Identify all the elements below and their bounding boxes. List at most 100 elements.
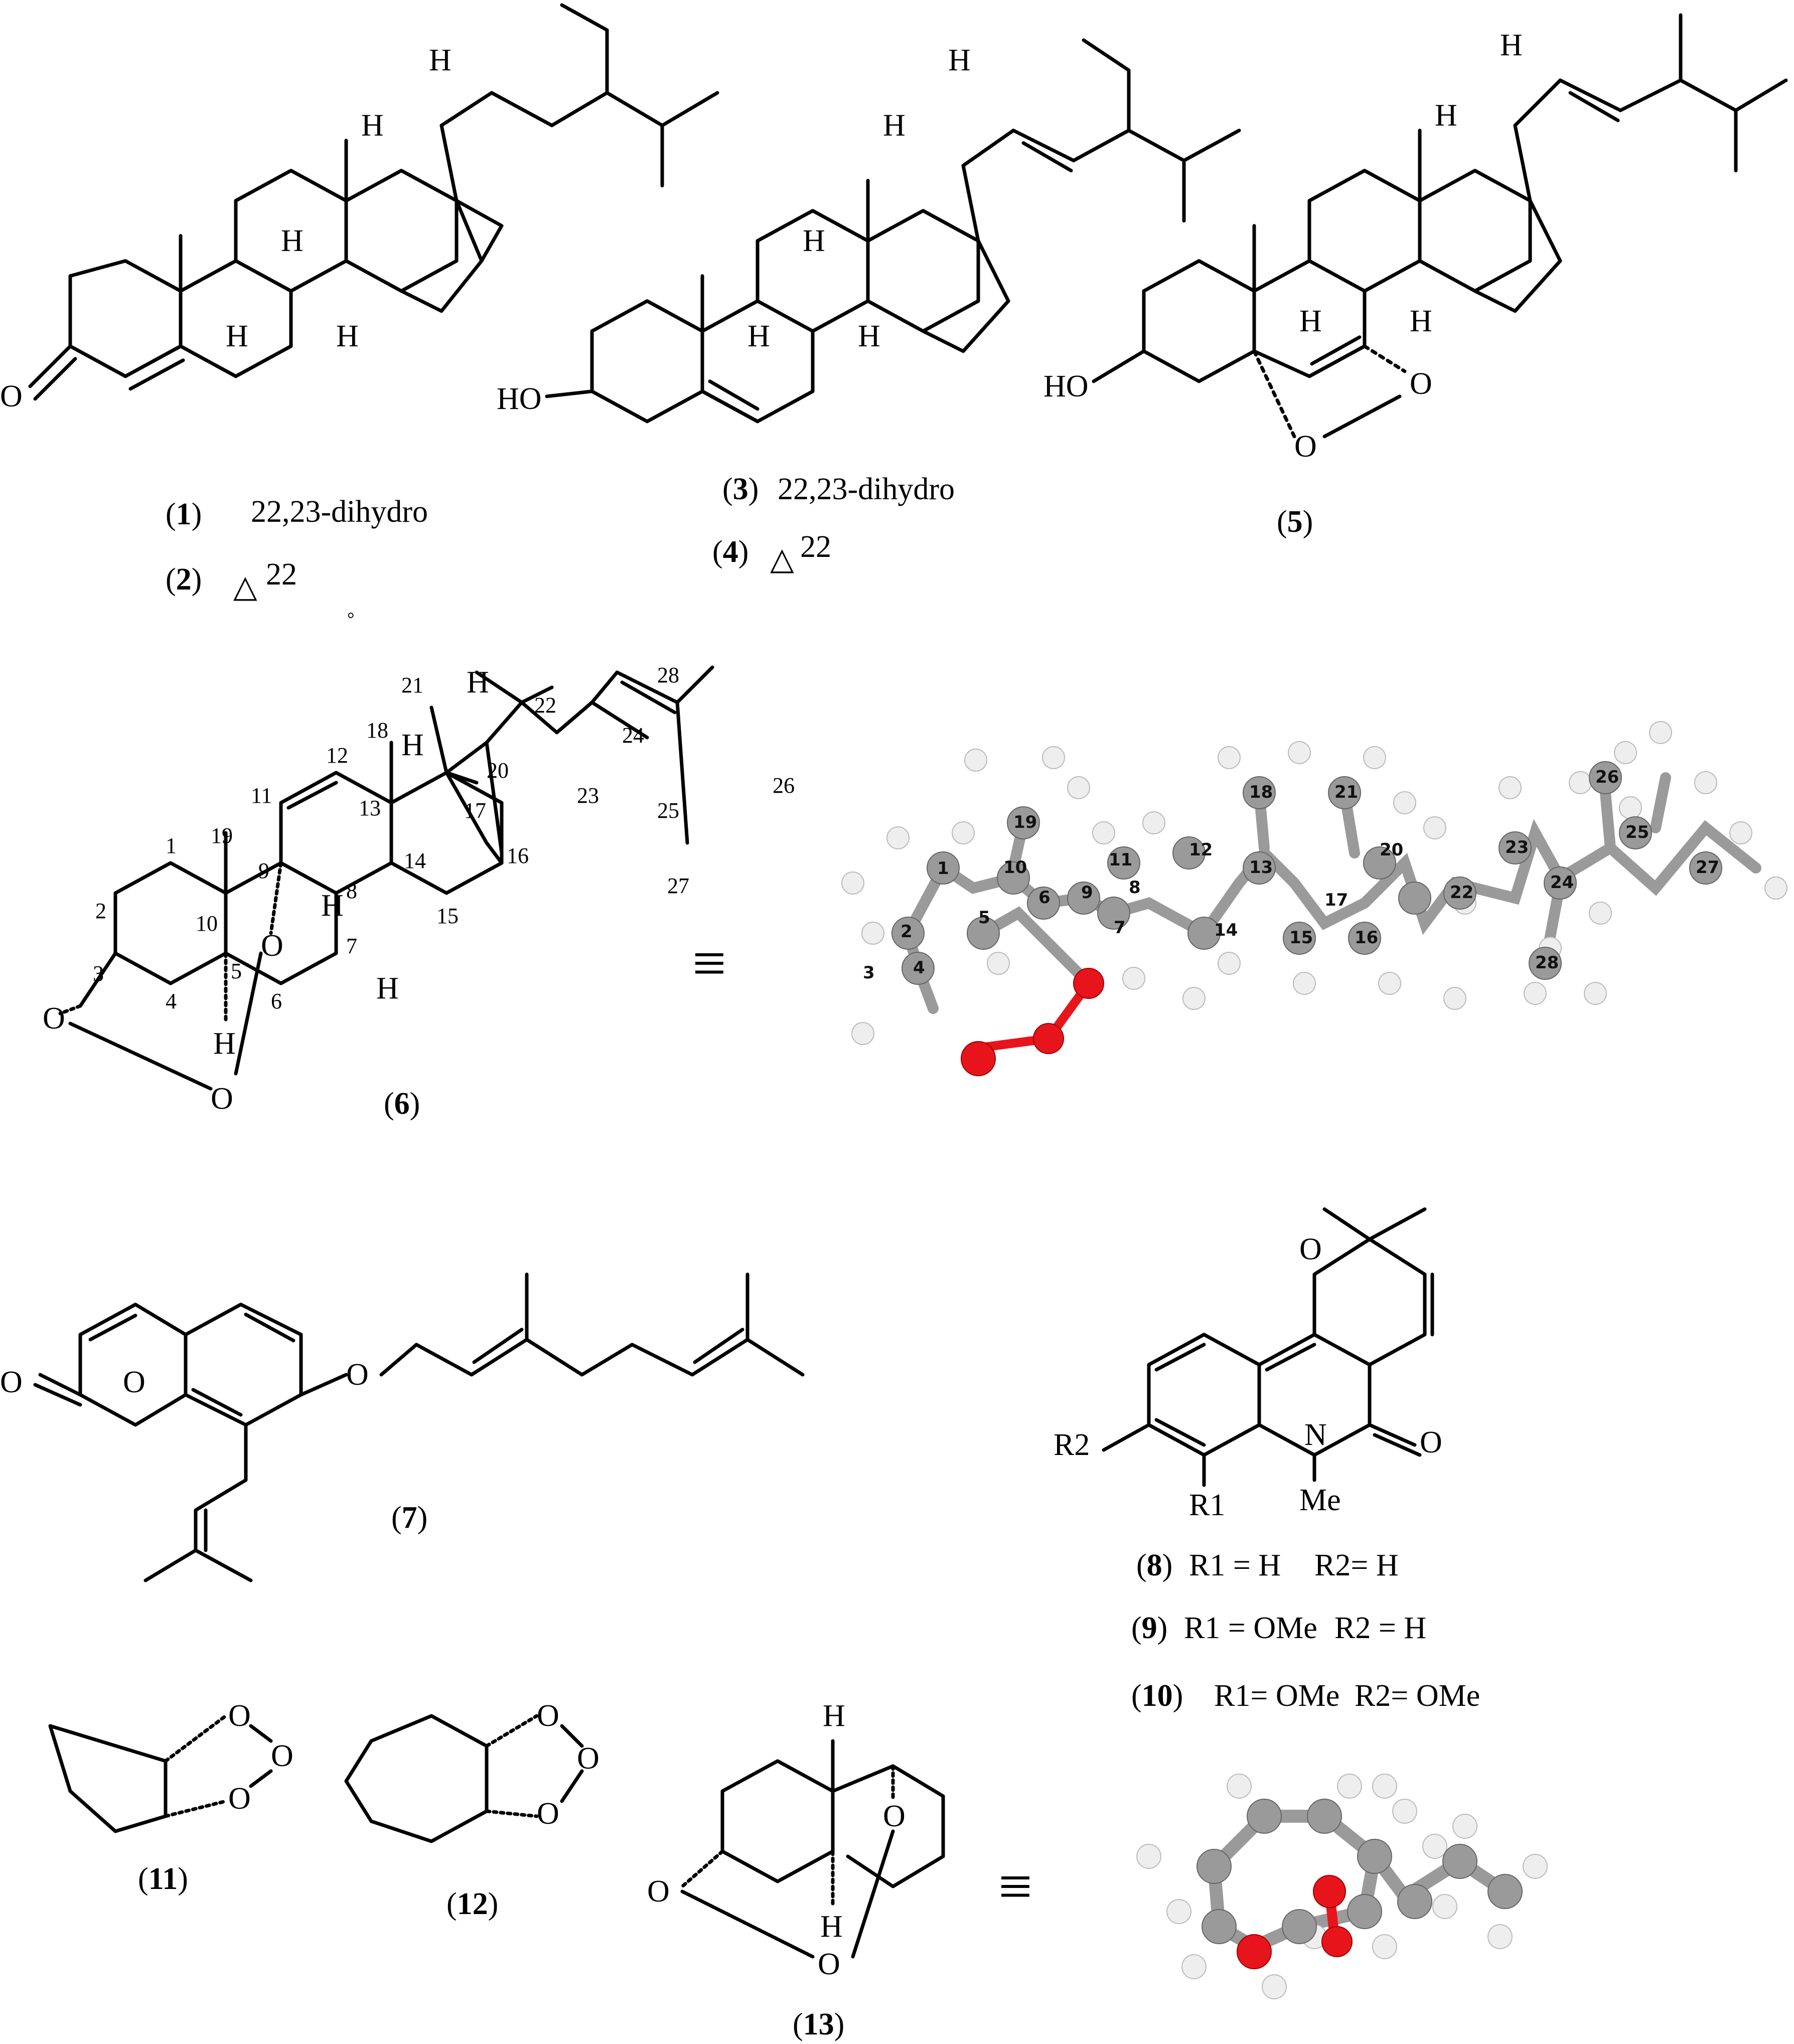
svg-text:15: 15 bbox=[436, 904, 459, 928]
svg-text:15: 15 bbox=[1289, 928, 1313, 948]
compound-12-structure: O O O bbox=[344, 1699, 600, 1843]
hydroxyl-label: HO bbox=[497, 382, 542, 416]
pyran-oxygen: O bbox=[1299, 1232, 1322, 1266]
svg-text:20: 20 bbox=[1380, 840, 1403, 860]
svg-text:R1= OMe: R1= OMe bbox=[1214, 1679, 1339, 1713]
svg-text:17: 17 bbox=[1324, 890, 1348, 910]
oxygen: O bbox=[537, 1797, 559, 1831]
compound-2-label: (2) △ 22 bbox=[166, 557, 297, 604]
delta-symbol: △ bbox=[770, 542, 794, 576]
compound-1-label: (1) 22,23-dihydro bbox=[166, 495, 428, 531]
svg-text:14: 14 bbox=[404, 848, 426, 873]
compound-11-label: (11) bbox=[138, 1862, 188, 1896]
svg-text:20: 20 bbox=[487, 758, 509, 783]
svg-text:18: 18 bbox=[366, 718, 388, 743]
svg-text:11: 11 bbox=[1109, 850, 1132, 870]
svg-text:24: 24 bbox=[1550, 872, 1574, 893]
r2-substituent: R2 bbox=[1054, 1428, 1090, 1462]
svg-text:21: 21 bbox=[401, 673, 423, 697]
svg-text:13: 13 bbox=[1249, 857, 1273, 878]
svg-text:23: 23 bbox=[1505, 837, 1529, 857]
compound-6-label: (6) bbox=[384, 1087, 420, 1121]
compound-note: 22,23-dihydro bbox=[251, 495, 428, 529]
delta-symbol: △ bbox=[233, 570, 257, 604]
svg-text:23: 23 bbox=[577, 783, 599, 808]
compound-4-label: (4) △ 22 bbox=[712, 530, 831, 576]
svg-text:7: 7 bbox=[1114, 918, 1126, 938]
svg-text:8: 8 bbox=[1129, 878, 1141, 898]
svg-text:16: 16 bbox=[507, 843, 529, 868]
svg-text:17: 17 bbox=[464, 798, 486, 823]
ball-stick-model-6: 1 2 3 4 5 6 7 8 9 10 11 12 13 14 15 16 1… bbox=[841, 721, 1787, 1076]
h-label: H bbox=[1410, 304, 1432, 338]
svg-text:25: 25 bbox=[657, 798, 679, 823]
svg-text:27: 27 bbox=[667, 873, 689, 898]
svg-text:26: 26 bbox=[1595, 767, 1619, 787]
compound-note: 22 bbox=[266, 557, 297, 592]
svg-text:R2 = H: R2 = H bbox=[1334, 1611, 1426, 1645]
peroxide-oxygen: O bbox=[1410, 367, 1432, 401]
svg-text:12: 12 bbox=[326, 743, 348, 768]
oxygen: O bbox=[228, 1699, 251, 1733]
svg-text:6: 6 bbox=[271, 989, 282, 1013]
compound-note: 22 bbox=[800, 530, 831, 564]
h-label: H bbox=[1299, 304, 1322, 338]
svg-text:12: 12 bbox=[1189, 840, 1213, 860]
carbon-numbering: 1 2 3 4 5 6 7 8 9 10 11 12 13 14 15 16 1… bbox=[93, 663, 795, 1013]
svg-text:19: 19 bbox=[211, 823, 233, 848]
h-label: H bbox=[883, 108, 906, 142]
oxygen: O bbox=[577, 1741, 600, 1776]
svg-text:(3): (3) bbox=[722, 472, 759, 506]
oxygen: O bbox=[271, 1739, 293, 1773]
svg-text:8: 8 bbox=[346, 879, 357, 903]
hydroxyl-label: HO bbox=[1043, 369, 1089, 403]
h-label: H bbox=[429, 43, 452, 77]
carbonyl-oxygen: O bbox=[1420, 1425, 1442, 1459]
compound-8-10-structure: O O N Me R2 R1 bbox=[1054, 1207, 1442, 1522]
h-label: H bbox=[213, 1027, 236, 1061]
svg-text:13: 13 bbox=[359, 796, 381, 820]
equivalence-symbol-6: ≡ bbox=[692, 930, 726, 996]
oxygen: O bbox=[537, 1699, 559, 1733]
compound-8-label: (8) R1 = H R2= H bbox=[1136, 1548, 1399, 1582]
svg-text:R2= H: R2= H bbox=[1314, 1548, 1399, 1582]
amide-nitrogen: N bbox=[1304, 1418, 1327, 1452]
svg-text:22: 22 bbox=[534, 693, 556, 717]
ether-oxygen: O bbox=[261, 929, 283, 963]
h-label: H bbox=[748, 319, 770, 353]
svg-text:4: 4 bbox=[166, 989, 177, 1013]
svg-text:1: 1 bbox=[937, 858, 949, 879]
compound-9-label: (9) R1 = OMe R2 = H bbox=[1131, 1611, 1426, 1645]
compound-11-structure: O O O bbox=[48, 1699, 293, 1833]
h-label: H bbox=[336, 319, 359, 353]
svg-text:(4): (4) bbox=[712, 535, 749, 569]
bridge-oxygen: O bbox=[883, 1799, 906, 1833]
svg-text:9: 9 bbox=[258, 858, 269, 883]
peroxide-oxygen: O bbox=[1294, 429, 1317, 464]
svg-text:(9): (9) bbox=[1131, 1611, 1167, 1645]
compound-note: 22,23-dihydro bbox=[778, 472, 955, 506]
h-label: H bbox=[321, 889, 344, 923]
svg-text:(10): (10) bbox=[1131, 1679, 1183, 1713]
svg-text:1: 1 bbox=[166, 833, 177, 858]
svg-text:R2= OMe: R2= OMe bbox=[1355, 1679, 1480, 1713]
h-label: H bbox=[1500, 28, 1523, 62]
compound-5-structure: HO O O H H H H bbox=[1043, 13, 1788, 464]
svg-text:6: 6 bbox=[1038, 888, 1051, 908]
equivalence-symbol-13: ≡ bbox=[998, 1853, 1032, 1920]
svg-text:25: 25 bbox=[1625, 822, 1649, 842]
svg-text:R1 = OMe: R1 = OMe bbox=[1184, 1611, 1317, 1645]
compound-6-structure: O O O H H H H H 1 2 3 4 5 6 7 8 9 10 11 … bbox=[43, 663, 795, 1116]
compound-7-label: (7) bbox=[391, 1501, 427, 1535]
carbonyl-oxygen: O bbox=[0, 379, 23, 413]
svg-text:10: 10 bbox=[196, 911, 218, 936]
bridge-oxygen: O bbox=[647, 1874, 670, 1909]
svg-text:2: 2 bbox=[901, 922, 913, 942]
ball-atom-labels: 1 2 3 4 5 6 7 8 9 10 11 12 13 14 15 16 1… bbox=[863, 767, 1719, 983]
compound-7-structure: O O O bbox=[0, 1272, 805, 1582]
svg-text:5: 5 bbox=[231, 959, 242, 983]
compound-1-structure: O H H H H H bbox=[0, 3, 719, 413]
h-label: H bbox=[823, 1699, 845, 1733]
